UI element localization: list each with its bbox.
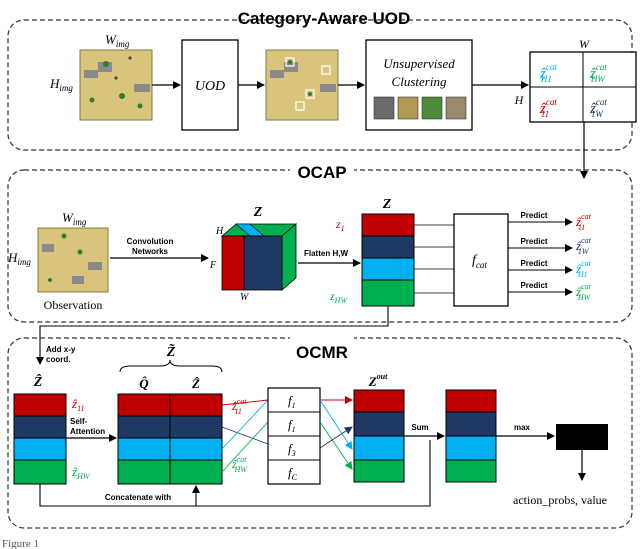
self-att-line1: Self- bbox=[70, 417, 88, 426]
conv-line1: Convolution bbox=[127, 237, 174, 246]
zhat-label: Ẑ bbox=[33, 373, 43, 390]
zhw-label: zHW bbox=[329, 289, 348, 305]
cluster-thumbnails bbox=[373, 96, 467, 120]
add-xy-line2: coord. bbox=[46, 355, 70, 364]
max-label: max bbox=[514, 423, 531, 432]
uod-box bbox=[181, 39, 239, 131]
zout-label: Zout bbox=[368, 372, 388, 389]
cube-z: Z bbox=[253, 205, 263, 220]
zhat2-label: Ẑ bbox=[191, 376, 200, 391]
stack-z-label: Z bbox=[382, 197, 392, 212]
ocap-h-img: Himg bbox=[7, 250, 31, 267]
cluster-line1: Unsupervised bbox=[383, 56, 455, 71]
ocap-observation-image bbox=[37, 227, 109, 293]
cube-h: H bbox=[215, 226, 224, 237]
predict-3: Predict bbox=[520, 259, 547, 268]
fcat-box bbox=[453, 213, 509, 307]
cube-f: F bbox=[209, 260, 217, 271]
ocmr-title: OCMR bbox=[296, 343, 348, 362]
pooled-vector bbox=[556, 424, 608, 450]
qhat-label: Q̂ bbox=[139, 376, 149, 391]
routing-out bbox=[319, 396, 353, 470]
predict-1: Predict bbox=[520, 211, 547, 220]
ocmr-z11: ẑ11 bbox=[71, 396, 84, 413]
predict-4: Predict bbox=[520, 281, 547, 290]
uod-input-image bbox=[79, 49, 153, 121]
predict-2: Predict bbox=[520, 237, 547, 246]
uod-title: Category-Aware UOD bbox=[238, 9, 411, 28]
z1-label: z1 bbox=[335, 217, 345, 233]
f-modules bbox=[267, 387, 321, 485]
ztilde-brace bbox=[119, 359, 223, 373]
uod-box-label: UOD bbox=[195, 79, 225, 94]
routing-in bbox=[221, 399, 269, 473]
uod-h-img: Himg bbox=[49, 76, 73, 93]
grid-w-label: W bbox=[579, 37, 590, 51]
feature-cube bbox=[220, 223, 298, 291]
ocap-to-ocmr-arrow bbox=[36, 306, 389, 365]
grid-h-label: H bbox=[514, 93, 525, 107]
predict-arrows bbox=[508, 218, 573, 296]
residual-line bbox=[196, 440, 431, 507]
f-label-1: f1 bbox=[288, 393, 296, 410]
uod-w-img: Wimg bbox=[105, 32, 130, 49]
section-ocmr: OCMR bbox=[7, 332, 633, 529]
f-label-2: f1 bbox=[288, 417, 296, 434]
sum-stack bbox=[445, 389, 497, 483]
ocmr-input-stack bbox=[13, 393, 67, 485]
zout-stack bbox=[353, 389, 405, 483]
cluster-line2: Clustering bbox=[392, 74, 447, 89]
action-output-label: action_probs, value bbox=[513, 493, 607, 507]
caption-fragment: Figure 1 bbox=[2, 538, 39, 549]
sum-label: Sum bbox=[411, 423, 428, 432]
self-att-line2: Attention bbox=[70, 427, 105, 436]
ocmr-zhw: ẑHW bbox=[71, 464, 91, 481]
stack-to-fcat-lines bbox=[414, 224, 454, 294]
cube-w: W bbox=[240, 292, 250, 303]
conv-line2: Networks bbox=[132, 247, 169, 256]
ocap-title: OCAP bbox=[297, 163, 346, 182]
section-ocap: OCAP bbox=[7, 163, 633, 323]
concat-stack bbox=[117, 393, 223, 485]
ztilde-label: Z̃ bbox=[166, 342, 176, 360]
observation-label: Observation bbox=[44, 298, 103, 312]
ocap-token-stack bbox=[361, 213, 415, 307]
add-xy-line1: Add x-y bbox=[46, 345, 76, 354]
fcat-label: fcat bbox=[472, 253, 487, 270]
flatten-label: Flatten H,W bbox=[304, 249, 348, 258]
uod-detected-image bbox=[265, 49, 339, 121]
concat-arrow bbox=[39, 484, 200, 507]
ocap-w-img: Wimg bbox=[62, 210, 87, 227]
concat-label: Concatenate with bbox=[105, 493, 171, 502]
category-grid bbox=[529, 51, 637, 123]
f-label-4: fC bbox=[288, 465, 298, 482]
f-label-3: f3 bbox=[288, 441, 296, 458]
